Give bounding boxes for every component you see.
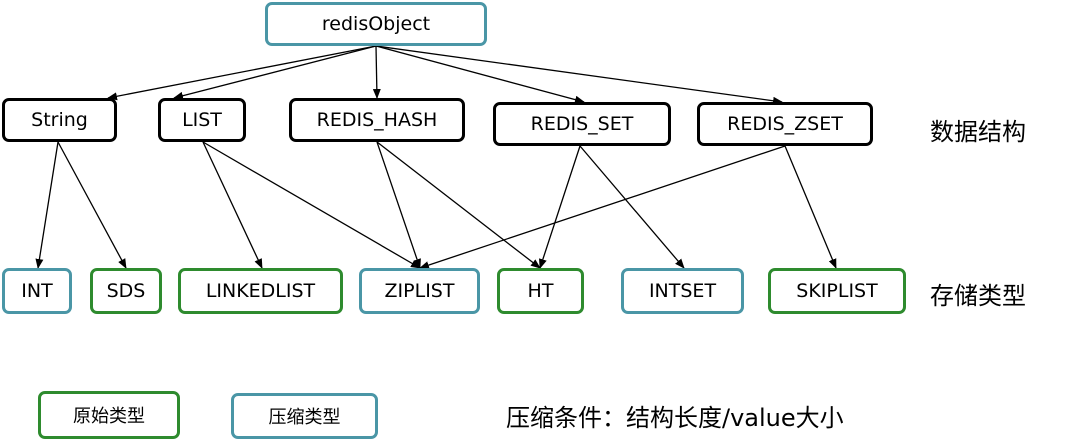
edge-string-to-sds <box>57 141 127 269</box>
edge-string-to-int <box>35 141 59 269</box>
node-redis-zset: REDIS_ZSET <box>697 102 873 146</box>
node-skiplist: SKIPLIST <box>768 268 906 314</box>
node-redis-set: REDIS_SET <box>493 102 671 146</box>
node-label: LINKEDLIST <box>205 280 316 302</box>
edge-root-to-zset <box>375 45 783 105</box>
edge-root-to-set <box>375 45 585 104</box>
edge-list-to-linkedlist <box>202 141 263 269</box>
node-label: REDIS_HASH <box>316 109 438 131</box>
node-linkedlist: LINKEDLIST <box>178 268 343 314</box>
edge-root-to-string <box>107 45 377 101</box>
edge-set-to-intset <box>579 145 685 269</box>
node-redis-hash: REDIS_HASH <box>289 98 465 142</box>
row-label-data-structures: 数据结构 <box>930 118 1026 146</box>
legend-compressed-label: 压缩类型 <box>268 407 341 428</box>
node-label: HT <box>527 280 554 302</box>
node-ht: HT <box>497 268 584 314</box>
edge-hash-to-ht <box>376 141 541 269</box>
node-intset: INTSET <box>621 268 744 314</box>
node-label: REDIS_ZSET <box>727 113 843 135</box>
node-label: INTSET <box>648 280 717 302</box>
node-label: String <box>31 109 88 131</box>
legend-primitive: 原始类型 <box>38 391 180 439</box>
edge-set-to-ht <box>539 145 581 269</box>
node-label: SKIPLIST <box>796 280 878 302</box>
legend-primitive-label: 原始类型 <box>73 406 145 427</box>
edge-root-to-hash <box>372 45 381 99</box>
legend-compressed: 压缩类型 <box>231 393 378 439</box>
node-label: redisObject <box>321 13 431 35</box>
node-sds: SDS <box>90 268 162 314</box>
edge-root-to-list <box>173 45 377 100</box>
node-label: ZIPLIST <box>384 280 455 302</box>
node-string: String <box>2 98 117 142</box>
node-label: SDS <box>106 280 146 302</box>
node-list: LIST <box>158 98 246 142</box>
node-ziplist: ZIPLIST <box>359 268 480 314</box>
row-label-storage-types: 存储类型 <box>930 282 1026 310</box>
node-label: LIST <box>182 109 222 131</box>
node-label: REDIS_SET <box>530 113 634 135</box>
edge-zset-to-skiplist <box>784 145 837 269</box>
edge-hash-to-ziplist <box>376 141 421 269</box>
node-label: INT <box>21 280 53 302</box>
node-int: INT <box>2 268 72 314</box>
compression-condition-note: 压缩条件：结构长度/value大小 <box>506 404 844 432</box>
node-redisobject: redisObject <box>265 2 487 46</box>
edge-list-to-ziplist <box>202 141 421 269</box>
edge-zset-to-ziplist <box>419 145 786 269</box>
